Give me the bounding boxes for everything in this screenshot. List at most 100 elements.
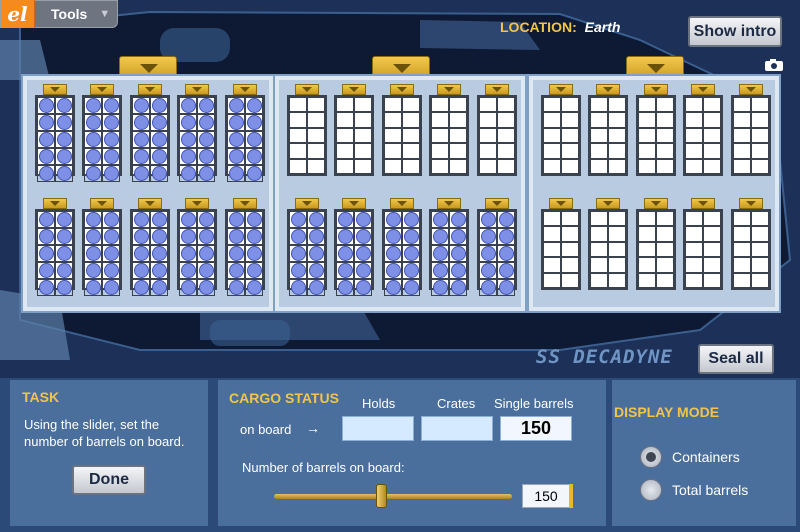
crate[interactable] [477, 84, 517, 176]
crate[interactable] [177, 198, 217, 296]
crate-seal-tab[interactable] [437, 84, 461, 95]
total-barrels-option[interactable]: Total barrels [640, 479, 748, 501]
crate-seal-tab[interactable] [295, 84, 319, 95]
crate[interactable] [683, 198, 723, 290]
barrel-slot-filled [150, 148, 168, 165]
barrel-slot-empty [561, 158, 579, 174]
barrel-slot-empty [336, 112, 354, 128]
crate[interactable] [636, 84, 676, 176]
barrel-slot-empty [479, 97, 497, 113]
crate[interactable] [82, 84, 122, 182]
camera-icon[interactable] [764, 58, 784, 72]
barrel-slot-empty [307, 143, 325, 159]
crate[interactable] [225, 198, 265, 296]
crate[interactable] [683, 84, 723, 176]
barrel-slot-filled [132, 114, 150, 131]
barrel-slot-empty [685, 226, 703, 242]
barrel-slot-filled [102, 245, 120, 262]
crate-seal-tab[interactable] [644, 84, 668, 95]
crate-seal-tab[interactable] [485, 198, 509, 209]
crate[interactable] [130, 198, 170, 296]
crate-seal-tab[interactable] [233, 198, 257, 209]
crate[interactable] [541, 198, 581, 290]
crate-seal-tab[interactable] [390, 198, 414, 209]
crate[interactable] [429, 198, 469, 296]
crate-seal-tab[interactable] [596, 198, 620, 209]
crate-seal-tab[interactable] [185, 84, 209, 95]
containers-radio[interactable] [640, 446, 662, 468]
crate[interactable] [334, 198, 374, 296]
crate-seal-tab[interactable] [90, 84, 114, 95]
slider-label: Number of barrels on board: [242, 460, 405, 475]
barrel-slot-empty [733, 158, 751, 174]
barrel-slot-filled [479, 262, 497, 279]
crate[interactable] [477, 198, 517, 296]
crate-seal-tab[interactable] [342, 84, 366, 95]
barrel-slot-empty [638, 226, 656, 242]
tools-menu[interactable]: el Tools ▼ [0, 0, 118, 28]
barrel-slot-filled [132, 148, 150, 165]
slider-value-input[interactable]: 150 [522, 484, 573, 508]
barrel-slot-empty [479, 143, 497, 159]
crate[interactable] [287, 84, 327, 176]
crate[interactable] [82, 198, 122, 296]
barrel-slot-filled [37, 148, 55, 165]
crate-seal-tab[interactable] [138, 198, 162, 209]
barrels-slider-track[interactable] [274, 494, 512, 499]
crate-seal-tab[interactable] [295, 198, 319, 209]
crate-seal-tab[interactable] [43, 198, 67, 209]
crate[interactable] [382, 84, 422, 176]
crate-seal-tab[interactable] [549, 198, 573, 209]
show-intro-button[interactable]: Show intro [688, 16, 782, 47]
crate[interactable] [35, 84, 75, 182]
crate-seal-tab[interactable] [43, 84, 67, 95]
crate-seal-tab[interactable] [691, 198, 715, 209]
crate-seal-tab[interactable] [90, 198, 114, 209]
done-button[interactable]: Done [72, 465, 146, 495]
crate[interactable] [35, 198, 75, 296]
crate-body [130, 209, 170, 296]
barrel-slot-empty [656, 158, 674, 174]
barrels-slider-thumb[interactable] [376, 484, 388, 508]
crate[interactable] [382, 198, 422, 296]
crate-seal-tab[interactable] [485, 84, 509, 95]
barrel-slot-empty [703, 211, 721, 227]
crate-seal-tab[interactable] [390, 84, 414, 95]
crate-seal-tab[interactable] [691, 84, 715, 95]
barrel-slot-empty [751, 158, 769, 174]
crate[interactable] [636, 198, 676, 290]
crate-body [334, 209, 374, 296]
total-barrels-radio[interactable] [640, 479, 662, 501]
barrel-slot-empty [354, 127, 372, 144]
crate[interactable] [731, 84, 771, 176]
barrel-slot-filled [55, 114, 73, 131]
crate-seal-tab[interactable] [549, 84, 573, 95]
crate-seal-tab[interactable] [185, 198, 209, 209]
crate[interactable] [429, 84, 469, 176]
crate[interactable] [287, 198, 327, 296]
crate-seal-tab[interactable] [644, 198, 668, 209]
crate-seal-tab[interactable] [437, 198, 461, 209]
crate-body [287, 95, 327, 176]
crate[interactable] [541, 84, 581, 176]
crate[interactable] [177, 84, 217, 182]
crate[interactable] [588, 198, 628, 290]
crate-seal-tab[interactable] [342, 198, 366, 209]
crate[interactable] [588, 84, 628, 176]
seal-all-button[interactable]: Seal all [698, 344, 774, 374]
barrel-slot-filled [245, 131, 263, 148]
crate[interactable] [334, 84, 374, 176]
crate-seal-tab[interactable] [596, 84, 620, 95]
crate-seal-tab[interactable] [739, 198, 763, 209]
crate[interactable] [731, 198, 771, 290]
crate[interactable] [225, 84, 265, 182]
crate[interactable] [130, 84, 170, 182]
containers-option[interactable]: Containers [640, 446, 740, 468]
crate-seal-tab[interactable] [138, 84, 162, 95]
crate-seal-tab[interactable] [739, 84, 763, 95]
crate-seal-tab[interactable] [233, 84, 257, 95]
barrel-slot-empty [289, 112, 307, 128]
barrel-slot-filled [55, 97, 73, 114]
crate-body [35, 209, 75, 296]
location-value: Earth [584, 19, 621, 35]
